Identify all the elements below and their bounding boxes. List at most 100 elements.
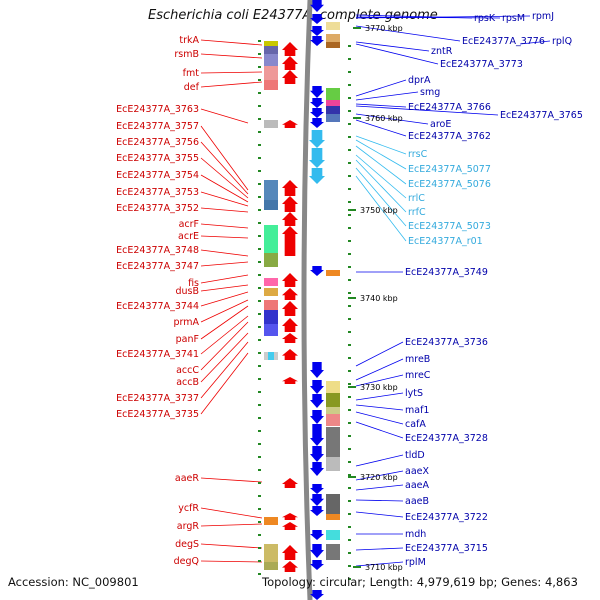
gene-arrow-reverse[interactable] xyxy=(310,36,324,46)
gene-label-left[interactable]: rsmB xyxy=(174,49,199,60)
gene-label-right[interactable]: maf1 xyxy=(405,405,429,416)
gene-arrow-forward[interactable] xyxy=(282,561,298,572)
gene-label-right[interactable]: aaeX xyxy=(405,466,429,477)
gene-arrow-forward[interactable] xyxy=(282,545,298,560)
gene-label-left[interactable]: accC xyxy=(176,365,199,376)
gene-label-right[interactable]: smg xyxy=(420,87,440,98)
gene-arrow-reverse[interactable] xyxy=(310,590,324,600)
gene-label-right[interactable]: mreC xyxy=(405,370,431,381)
gene-label-right[interactable]: EcE24377A_3736 xyxy=(405,337,488,348)
gene-arrow-reverse[interactable] xyxy=(310,118,324,128)
gene-arrow-forward[interactable] xyxy=(282,333,298,343)
gene-label-left[interactable]: acrF xyxy=(179,219,199,230)
gene-arrow-forward[interactable] xyxy=(282,180,298,196)
gene-arrow-reverse[interactable] xyxy=(310,544,324,558)
gene-label-right[interactable]: rpsK xyxy=(474,13,496,24)
gene-label-left[interactable]: prmA xyxy=(173,317,199,328)
gene-arrow-forward[interactable] xyxy=(282,301,298,316)
gene-label-left[interactable]: EcE24377A_3735 xyxy=(116,409,199,420)
gene-label-right[interactable]: EcE24377A_3715 xyxy=(405,543,488,554)
gene-arrow-reverse[interactable] xyxy=(310,484,324,494)
gene-label-left[interactable]: degQ xyxy=(174,556,199,567)
gene-arrow-forward[interactable] xyxy=(282,288,298,300)
gene-arrow-forward[interactable] xyxy=(282,42,298,56)
gene-label-right[interactable]: aaeB xyxy=(405,496,429,507)
gene-label-right[interactable]: EcE24377A_3728 xyxy=(405,433,488,444)
gene-label-right[interactable]: rrlC xyxy=(408,193,425,204)
gene-label-right[interactable]: rplQ xyxy=(552,36,572,47)
gene-label-left[interactable]: def xyxy=(184,82,200,93)
gene-arrow-reverse[interactable] xyxy=(310,380,324,394)
gene-arrow-reverse[interactable] xyxy=(310,424,324,446)
gene-arrow-reverse[interactable] xyxy=(309,168,325,184)
gene-label-right[interactable]: lytS xyxy=(405,388,423,399)
gene-label-left[interactable]: EcE24377A_3756 xyxy=(116,137,199,148)
gene-label-left[interactable]: EcE24377A_3754 xyxy=(116,170,199,181)
gene-label-left[interactable]: EcE24377A_3757 xyxy=(116,121,199,132)
gene-label-left[interactable]: fis xyxy=(188,278,199,289)
gene-label-right[interactable]: mdh xyxy=(405,529,426,540)
gene-arrow-reverse[interactable] xyxy=(310,362,324,378)
gene-label-right[interactable]: dprA xyxy=(408,75,431,86)
gene-arrow-reverse[interactable] xyxy=(310,86,324,98)
gene-label-left[interactable]: acrE xyxy=(178,231,199,242)
gene-arrow-forward[interactable] xyxy=(282,56,298,70)
gene-arrow-forward[interactable] xyxy=(282,70,298,84)
gene-label-left[interactable]: EcE24377A_3753 xyxy=(116,187,199,198)
gene-arrow-forward[interactable] xyxy=(282,522,298,530)
gene-label-left[interactable]: EcE24377A_3763 xyxy=(116,104,199,115)
gene-label-left[interactable]: accB xyxy=(176,377,199,388)
gene-label-right[interactable]: EcE24377A_5077 xyxy=(408,164,491,175)
gene-arrow-reverse[interactable] xyxy=(310,462,324,476)
gene-label-right[interactable]: EcE24377A_3722 xyxy=(405,512,488,523)
gene-arrow-forward[interactable] xyxy=(282,273,298,287)
gene-label-right[interactable]: mreB xyxy=(405,354,430,365)
gene-label-right[interactable]: rpmJ xyxy=(532,11,554,22)
gene-arrow-reverse[interactable] xyxy=(309,148,325,168)
gene-arrow-reverse[interactable] xyxy=(310,266,324,276)
gene-label-left[interactable]: EcE24377A_3747 xyxy=(116,261,199,272)
gene-label-left[interactable]: degS xyxy=(175,539,199,550)
gene-arrow-reverse[interactable] xyxy=(310,26,324,36)
gene-arrow-reverse[interactable] xyxy=(310,98,324,108)
gene-label-right[interactable]: EcE24377A_3776 xyxy=(462,36,545,47)
gene-arrow-forward[interactable] xyxy=(282,349,298,360)
gene-arrows[interactable] xyxy=(282,0,325,600)
gene-label-right[interactable]: EcE24377A_5076 xyxy=(408,179,491,190)
gene-arrow-reverse[interactable] xyxy=(310,394,324,408)
gene-label-right[interactable]: rpsM xyxy=(502,13,525,24)
gene-label-right[interactable]: aroE xyxy=(430,119,451,130)
gene-label-right[interactable]: EcE24377A_3773 xyxy=(440,59,523,70)
gene-arrow-reverse[interactable] xyxy=(310,494,324,506)
gene-label-right[interactable]: rplM xyxy=(405,557,426,568)
gene-arrow-reverse[interactable] xyxy=(310,506,324,516)
gene-label-left[interactable]: panF xyxy=(176,334,199,345)
gene-arrow-reverse[interactable] xyxy=(310,410,324,424)
gene-label-right[interactable]: tldD xyxy=(405,450,425,461)
gene-label-right[interactable]: EcE24377A_3762 xyxy=(408,131,491,142)
gene-arrow-reverse[interactable] xyxy=(310,446,324,462)
gene-label-left[interactable]: EcE24377A_3748 xyxy=(116,245,199,256)
gene-label-left[interactable]: EcE24377A_3755 xyxy=(116,153,199,164)
gene-arrow-reverse[interactable] xyxy=(310,108,324,118)
gene-label-right[interactable]: rrfC xyxy=(408,207,426,218)
gene-label-right[interactable]: EcE24377A_3765 xyxy=(500,110,583,121)
gene-arrow-forward[interactable] xyxy=(282,120,298,128)
gene-arrow-reverse[interactable] xyxy=(310,560,324,570)
gene-label-right[interactable]: EcE24377A_3766 xyxy=(408,102,491,113)
gene-label-left[interactable]: EcE24377A_3737 xyxy=(116,393,199,404)
gene-label-left[interactable]: argR xyxy=(177,521,200,532)
gene-arrow-reverse[interactable] xyxy=(310,14,324,24)
gene-arrow-forward[interactable] xyxy=(282,196,298,212)
gene-label-right[interactable]: rrsC xyxy=(408,149,428,160)
gene-arrow-forward[interactable] xyxy=(282,226,298,256)
gene-label-left[interactable]: ycfR xyxy=(178,503,199,514)
gene-label-right[interactable]: EcE24377A_5073 xyxy=(408,221,491,232)
gene-label-left[interactable]: trkA xyxy=(179,35,199,46)
gene-label-right[interactable]: aaeA xyxy=(405,480,429,491)
gene-label-right[interactable]: EcE24377A_3749 xyxy=(405,267,488,278)
gene-label-left[interactable]: fmt xyxy=(183,68,200,79)
gene-label-left[interactable]: EcE24377A_3741 xyxy=(116,349,199,360)
gene-arrow-forward[interactable] xyxy=(282,318,298,332)
